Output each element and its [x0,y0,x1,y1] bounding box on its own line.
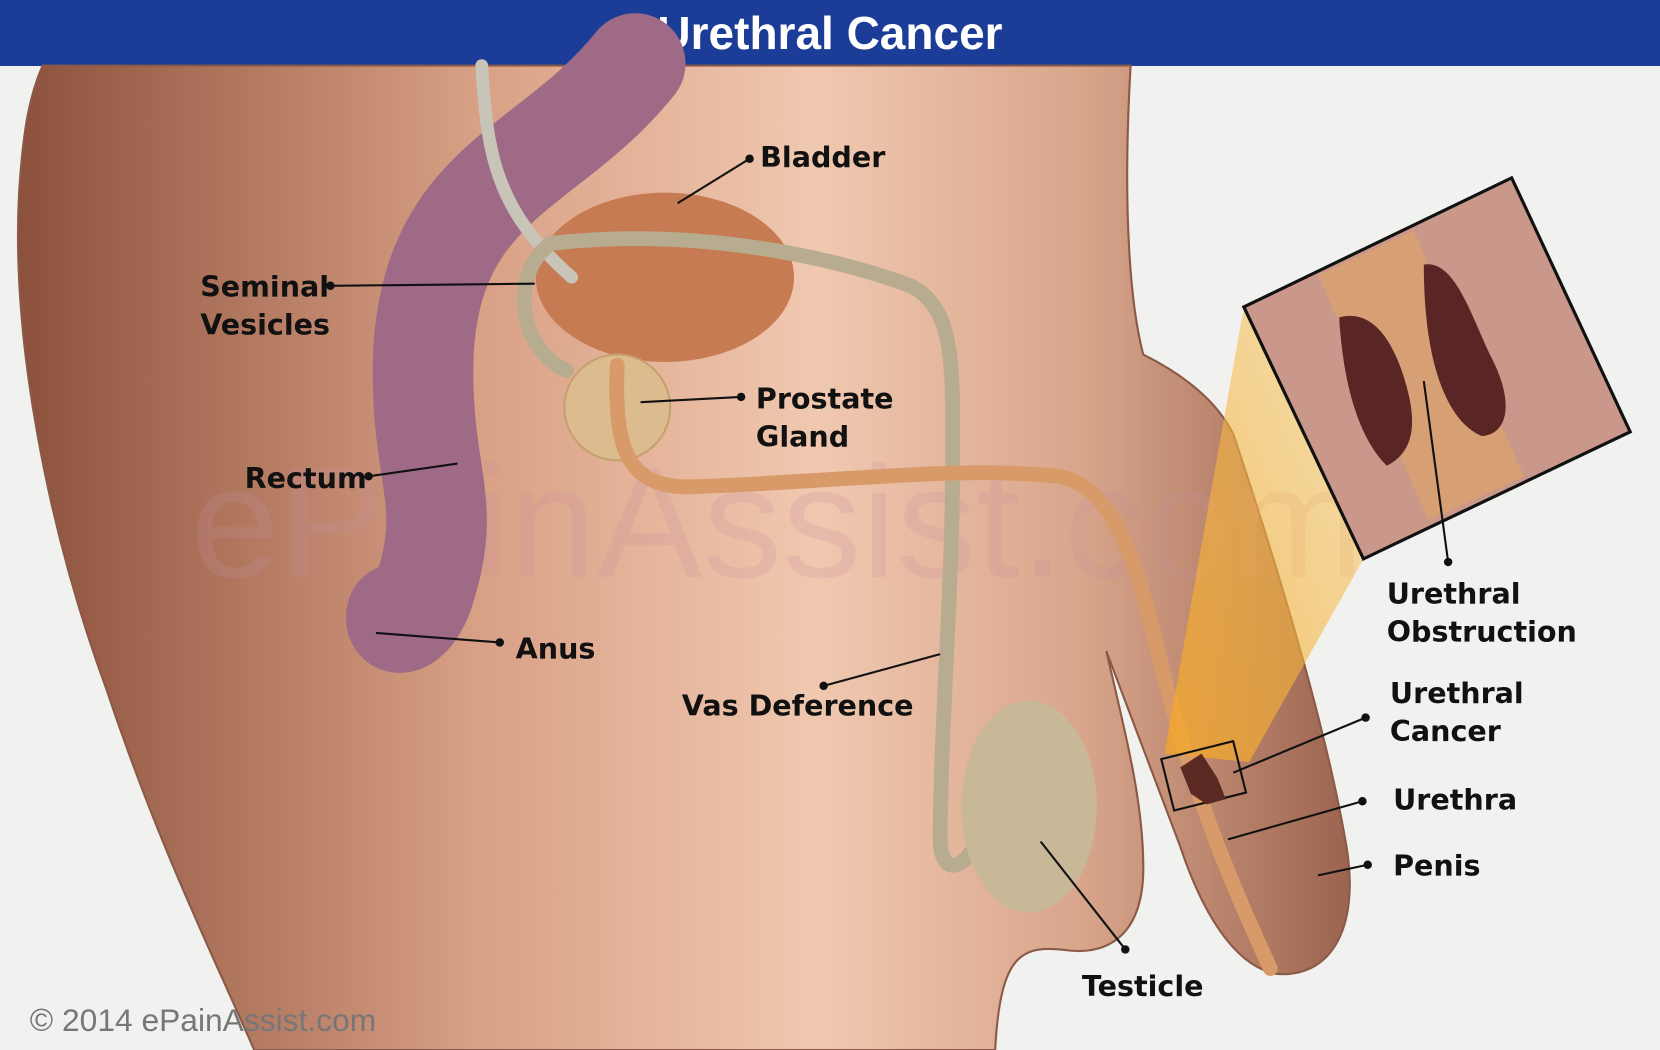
label-prostate-1: Prostate [756,382,894,416]
label-cancer-1: Urethral [1390,676,1524,710]
zoom-beam [1164,306,1364,763]
label-vas-deference: Vas Deference [682,689,914,723]
tumor-mass [1339,264,1506,466]
leader-lines [330,157,1450,951]
label-seminal-2: Vesicles [200,307,330,341]
label-cancer-2: Cancer [1390,714,1501,748]
vas-deference [516,231,982,873]
inset-zoom [1241,175,1633,561]
leader-dots [326,154,1453,954]
label-penis: Penis [1393,848,1480,882]
label-rectum: Rectum [245,461,367,495]
label-bladder: Bladder [760,140,885,174]
label-obstruction-2: Obstruction [1387,614,1577,648]
label-obstruction-1: Urethral [1387,576,1521,610]
label-urethra: Urethra [1393,783,1517,817]
copyright: © 2014 ePainAssist.com [30,1002,376,1038]
title-bar: Urethral Cancer [0,0,1660,66]
label-anus: Anus [516,631,596,665]
label-testicle: Testicle [1082,969,1204,1003]
tumor-small [1180,753,1226,805]
rectum [346,13,686,673]
label-prostate-2: Gland [756,420,849,454]
testicle [961,700,1097,913]
label-seminal-1: Seminal [200,269,329,303]
diagram-title: Urethral Cancer [657,7,1003,59]
